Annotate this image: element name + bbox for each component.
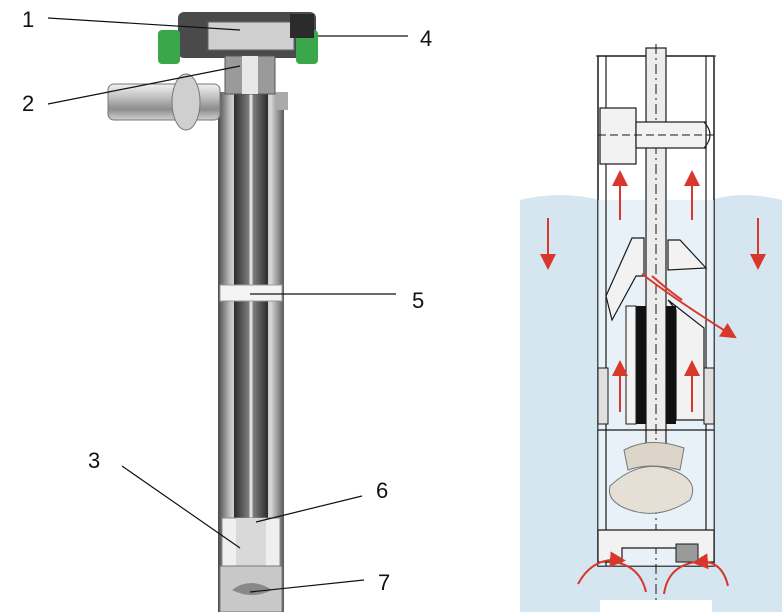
callout-3: 3 [88,448,100,473]
upper-bearing [599,107,637,165]
pump-cutaway [107,12,318,612]
flow-arrow-icon [692,553,729,587]
callout-4: 4 [420,26,432,51]
green-clamp-icon [296,30,318,64]
flow-arrow-icon [651,275,683,301]
flow-arrow-icon [663,561,697,595]
callout-7: 7 [378,570,390,595]
green-clamp-icon [158,30,180,64]
schematic [520,44,782,612]
flow-arrow-icon [641,273,737,339]
flow-arrow-icon [613,561,647,593]
flow-arrow-icon [577,551,626,585]
impeller-icon [232,583,272,595]
leader-lines [47,17,408,593]
bearing-ring [219,284,283,302]
sleeve [636,306,646,424]
callout-1: 1 [22,7,34,32]
flow-arrows [540,170,766,595]
callout-5: 5 [412,288,424,313]
callout-2: 2 [22,91,34,116]
callout-6: 6 [376,478,388,503]
